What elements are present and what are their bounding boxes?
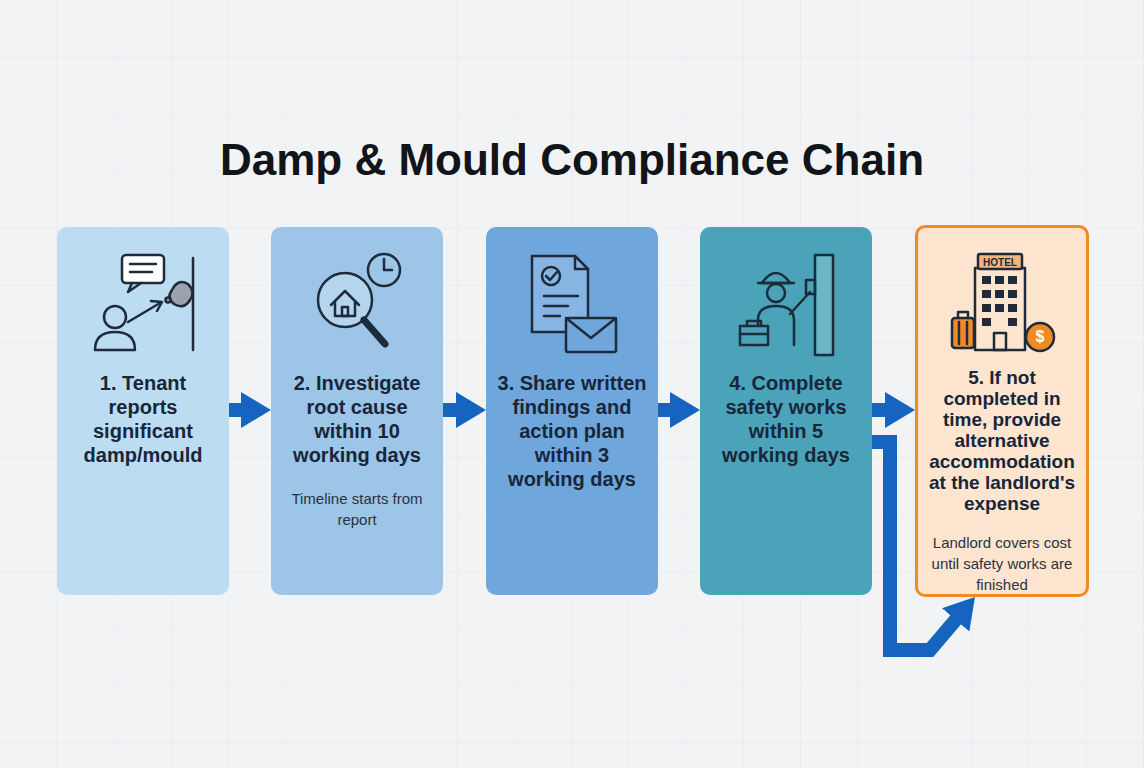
fallback-step-box: 5. If not completed in time, provide alt… (915, 225, 1089, 597)
process-step-box: 3. Share written findings and action pla… (486, 227, 658, 595)
flow-arrow (872, 403, 895, 417)
process-step-box: 2. Investigate root cause within 10 work… (271, 227, 443, 595)
step-text: 2. Investigate root cause within 10 work… (282, 371, 432, 467)
hotel-sign-text: HOTEL (983, 257, 1017, 268)
coin-symbol-text: $ (1036, 328, 1045, 346)
process-step-box: 1. Tenant reports significant damp/mould (57, 227, 229, 595)
flow-arrow (658, 403, 680, 417)
step-note: Timeline starts from report (287, 488, 427, 530)
process-step-box: 4. Complete safety works within 5 workin… (700, 227, 872, 595)
diagram-title: Damp & Mould Compliance Chain (0, 134, 1144, 186)
step-text: 5. If not completed in time, provide alt… (920, 367, 1084, 514)
flow-arrow (443, 403, 466, 417)
step-text: 3. Share written findings and action pla… (497, 371, 647, 491)
step-note: Landlord covers cost until safety works … (928, 532, 1076, 595)
step-text: 1. Tenant reports significant damp/mould (68, 371, 218, 467)
step-text: 4. Complete safety works within 5 workin… (711, 371, 861, 467)
flow-arrow (229, 403, 251, 417)
